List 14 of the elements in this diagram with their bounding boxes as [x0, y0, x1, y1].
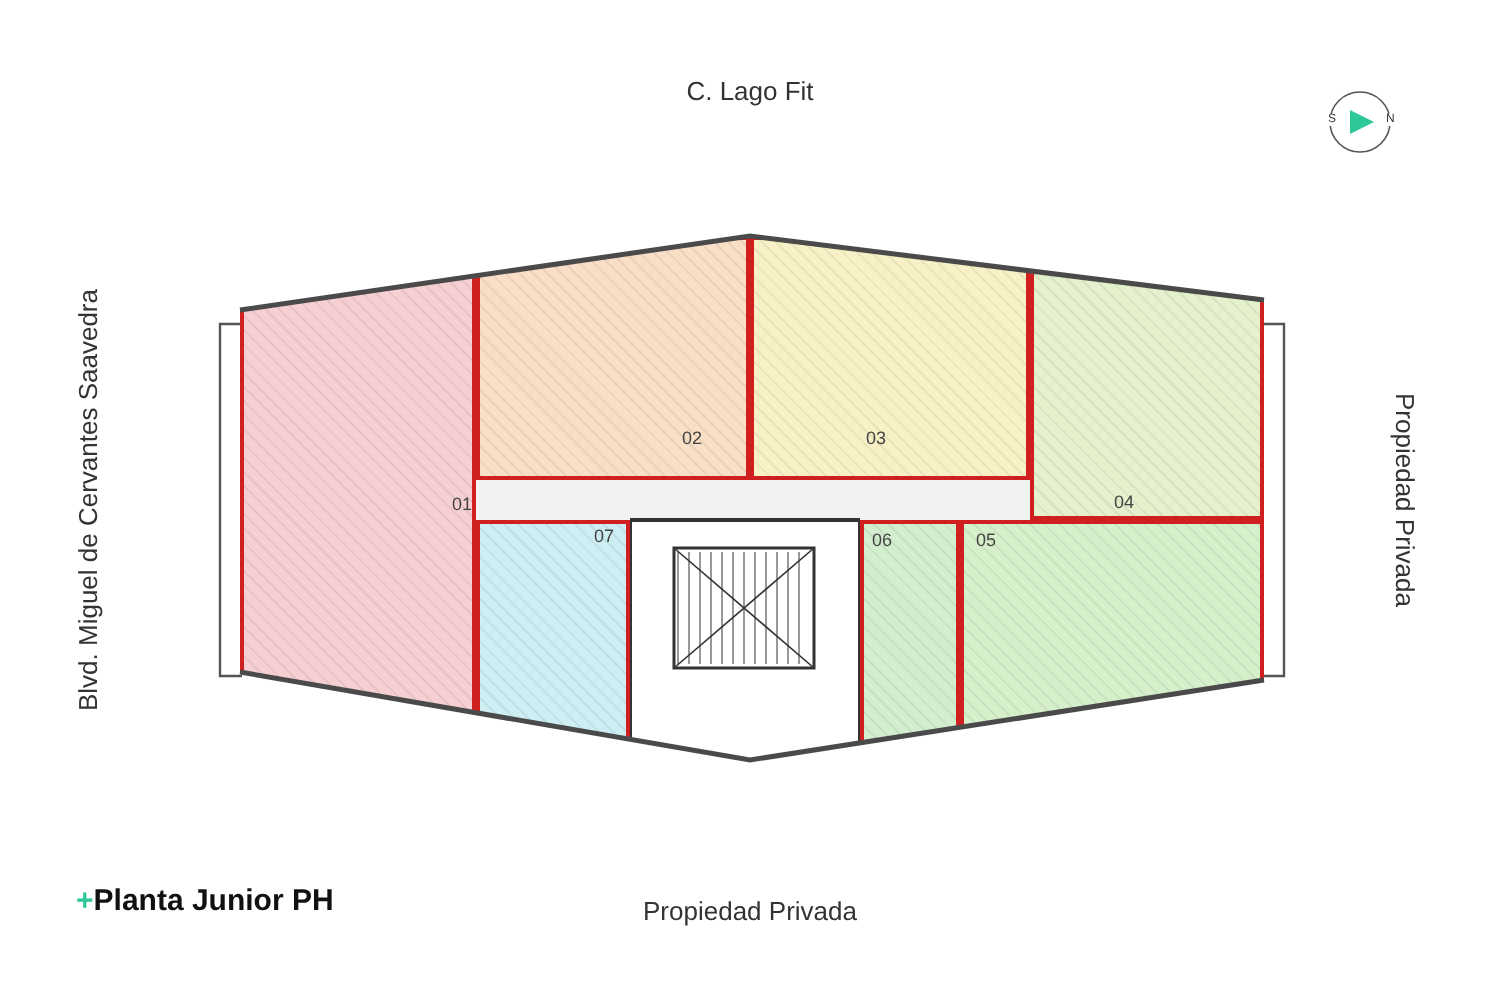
unit-number: 05: [976, 532, 997, 550]
unit-number: 01: [452, 496, 473, 514]
unit-number: 03: [866, 430, 887, 448]
apartment-unit: [476, 236, 750, 480]
boundary-label: Propiedad Privada: [641, 894, 859, 930]
boundary-label: Propiedad Privada: [1387, 393, 1422, 607]
unit-number: 07: [593, 528, 614, 546]
unit-number: 06: [872, 532, 893, 550]
unit-number: 04: [1114, 494, 1135, 512]
apartment-unit: [750, 236, 1030, 480]
unit-number: 02: [681, 430, 702, 448]
plan-title: +Planta Junior PH: [76, 882, 334, 922]
street-name: C. Lago Fit: [684, 74, 816, 110]
street-name: Blvd. Miguel de Cervantes Saavedra: [70, 289, 105, 711]
